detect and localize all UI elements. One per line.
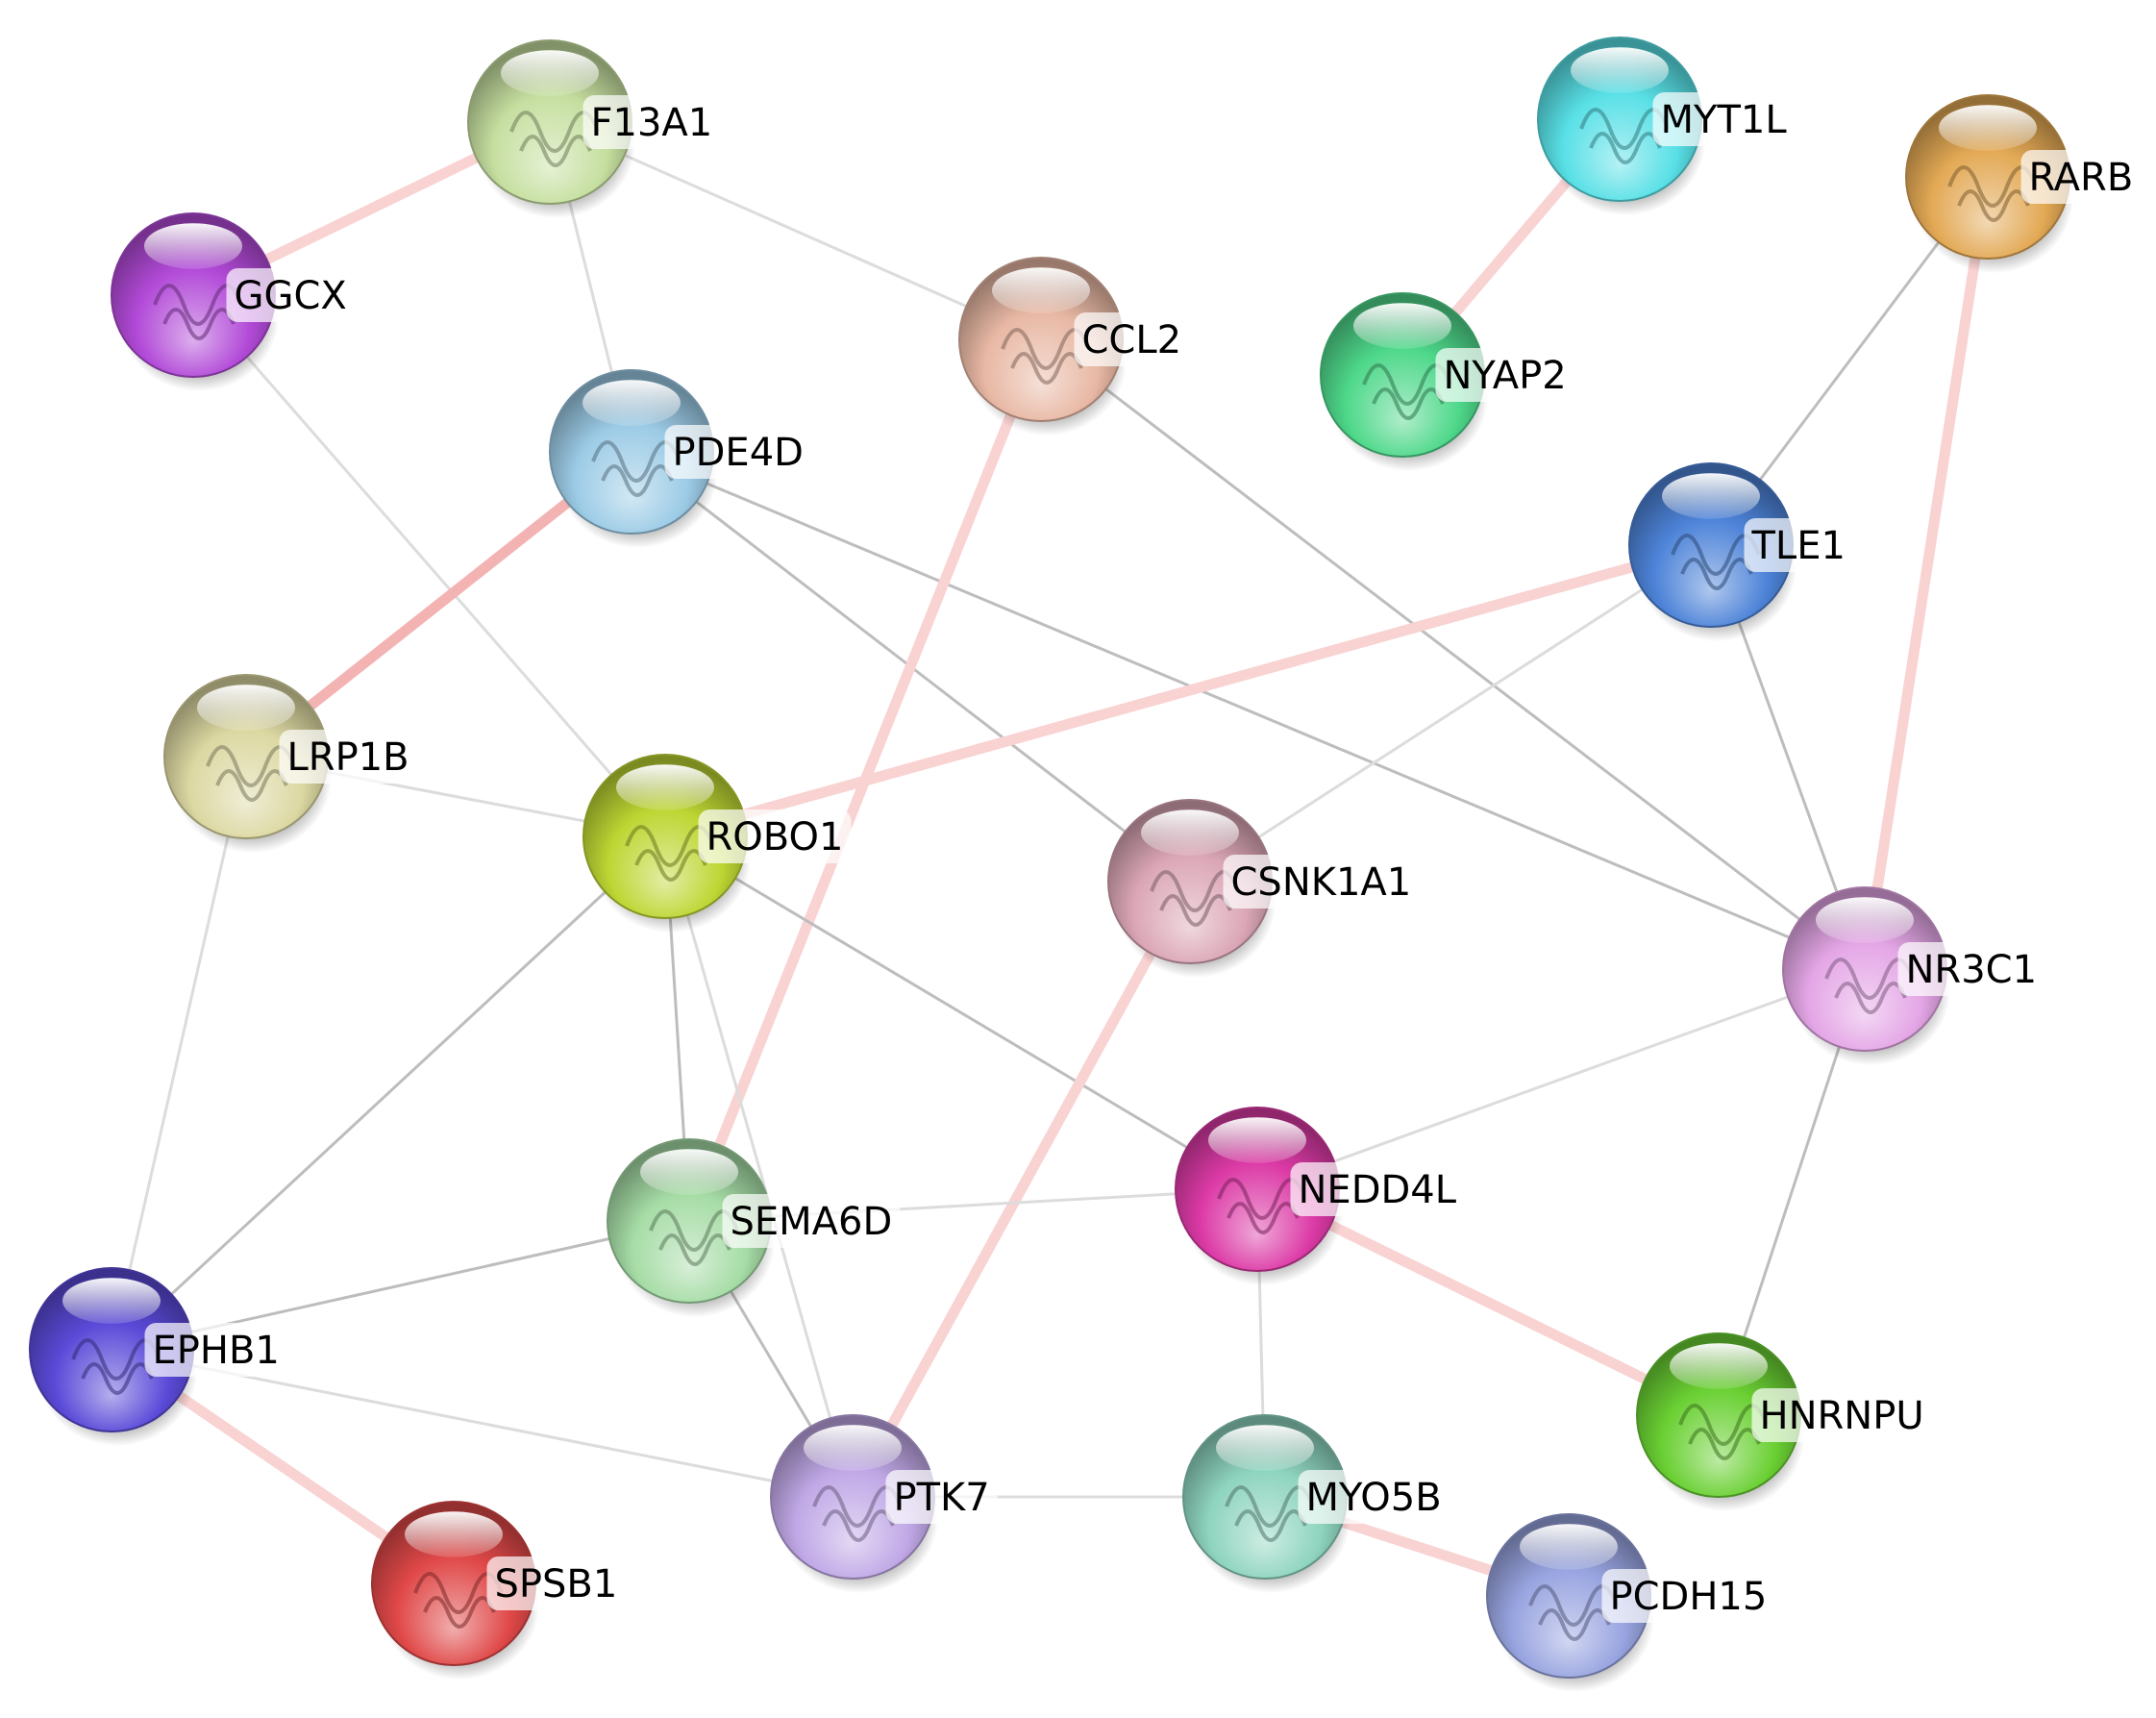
node-f13a1[interactable]: F13A1 xyxy=(467,39,721,219)
node-label-background xyxy=(1290,1162,1465,1216)
node-label-background xyxy=(885,1470,998,1524)
node-label-pde4d: PDE4D xyxy=(673,431,804,475)
node-label-robo1: ROBO1 xyxy=(706,815,844,859)
edge-robo1-ptk7 xyxy=(663,835,855,1498)
node-gloss xyxy=(804,1425,902,1471)
node-tle1[interactable]: TLE1 xyxy=(1628,462,1853,642)
edge-robo1-nedd4l xyxy=(664,834,1258,1191)
node-label-sema6d: SEMA6D xyxy=(731,1200,893,1244)
node-gloss xyxy=(1939,105,2037,151)
edge-ggcx-robo1 xyxy=(191,294,667,837)
node-label-background xyxy=(1744,518,1853,572)
node-gloss xyxy=(405,1511,503,1557)
node-gloss xyxy=(640,1149,738,1195)
node-label-background xyxy=(1435,348,1574,402)
node-label-background xyxy=(722,1194,901,1248)
node-label-ephb1: EPHB1 xyxy=(153,1329,280,1373)
node-gloss xyxy=(582,380,681,426)
node-ggcx[interactable]: GGCX xyxy=(111,212,355,392)
node-label-background xyxy=(582,95,721,149)
node-pde4d[interactable]: PDE4D xyxy=(549,369,811,549)
edge-csnk1a1-ptk7 xyxy=(848,879,1195,1500)
node-pcdh15[interactable]: PCDH15 xyxy=(1486,1513,1775,1693)
node-gloss xyxy=(1208,1117,1306,1163)
node-label-background xyxy=(486,1556,626,1610)
node-nyap2[interactable]: NYAP2 xyxy=(1320,292,1574,472)
node-gloss xyxy=(197,685,295,731)
node-rarb[interactable]: RARB xyxy=(1905,94,2142,274)
edge-lrp1b-ephb1 xyxy=(110,756,248,1351)
node-gloss xyxy=(616,764,714,810)
node-hnrnpu[interactable]: HNRNPU xyxy=(1636,1332,1932,1512)
node-myt1l[interactable]: MYT1L xyxy=(1537,37,1795,216)
node-label-background xyxy=(1601,1569,1775,1623)
node-label-background xyxy=(698,809,852,863)
node-gloss xyxy=(62,1278,161,1324)
node-label-nedd4l: NEDD4L xyxy=(1299,1168,1457,1212)
edge-tle1-robo1 xyxy=(663,539,1713,842)
node-label-ccl2: CCL2 xyxy=(1082,318,1182,362)
node-gloss xyxy=(1141,809,1239,856)
node-gloss xyxy=(1353,303,1451,349)
node-label-spsb1: SPSB1 xyxy=(495,1562,618,1606)
node-label-background xyxy=(2020,150,2142,204)
node-label-background xyxy=(664,425,811,479)
edge-tle1-csnk1a1 xyxy=(1189,543,1712,884)
node-ccl2[interactable]: CCL2 xyxy=(958,257,1190,436)
node-label-csnk1a1: CSNK1A1 xyxy=(1231,860,1412,905)
node-gloss xyxy=(144,223,242,269)
node-label-background xyxy=(1074,312,1190,366)
node-label-background xyxy=(1652,92,1795,146)
node-nr3c1[interactable]: NR3C1 xyxy=(1782,886,2045,1066)
node-lrp1b[interactable]: LRP1B xyxy=(163,674,417,854)
edge-pde4d-nr3c1 xyxy=(631,450,1866,971)
node-label-ptk7: PTK7 xyxy=(894,1476,990,1520)
node-label-lrp1b: LRP1B xyxy=(287,735,409,780)
node-label-background xyxy=(279,730,417,784)
node-robo1[interactable]: ROBO1 xyxy=(582,754,852,934)
node-label-myt1l: MYT1L xyxy=(1661,98,1788,142)
node-spsb1[interactable]: SPSB1 xyxy=(371,1501,626,1681)
node-label-background xyxy=(226,268,355,322)
edge-nr3c1-nedd4l xyxy=(1256,967,1866,1191)
node-gloss xyxy=(1216,1425,1314,1471)
node-label-background xyxy=(1751,1388,1932,1442)
node-csnk1a1[interactable]: CSNK1A1 xyxy=(1107,799,1420,979)
node-sema6d[interactable]: SEMA6D xyxy=(607,1138,901,1318)
node-label-rarb: RARB xyxy=(2029,156,2134,200)
node-label-tle1: TLE1 xyxy=(1751,524,1846,568)
node-label-pcdh15: PCDH15 xyxy=(1610,1575,1768,1619)
node-gloss xyxy=(1662,473,1760,519)
node-ptk7[interactable]: PTK7 xyxy=(770,1414,998,1594)
node-ephb1[interactable]: EPHB1 xyxy=(29,1267,287,1447)
node-label-background xyxy=(1897,942,2045,996)
node-label-nr3c1: NR3C1 xyxy=(1906,948,2038,992)
edge-ccl2-nr3c1 xyxy=(1040,337,1866,971)
node-gloss xyxy=(1571,47,1669,93)
node-gloss xyxy=(501,50,599,96)
node-myo5b[interactable]: MYO5B xyxy=(1182,1414,1450,1594)
node-label-ggcx: GGCX xyxy=(235,274,347,318)
node-nedd4l[interactable]: NEDD4L xyxy=(1175,1107,1465,1286)
edge-robo1-ephb1 xyxy=(110,834,667,1352)
node-gloss xyxy=(992,267,1090,313)
node-label-background xyxy=(1298,1470,1450,1524)
node-gloss xyxy=(1816,897,1914,943)
node-label-nyap2: NYAP2 xyxy=(1444,354,1567,398)
node-label-background xyxy=(1223,855,1420,909)
node-label-hnrnpu: HNRNPU xyxy=(1760,1394,1924,1438)
edge-rarb-nr3c1 xyxy=(1859,176,1994,970)
node-label-background xyxy=(144,1323,287,1377)
node-label-f13a1: F13A1 xyxy=(591,101,713,145)
node-label-myo5b: MYO5B xyxy=(1306,1476,1442,1520)
node-gloss xyxy=(1520,1524,1618,1570)
node-gloss xyxy=(1670,1343,1768,1389)
